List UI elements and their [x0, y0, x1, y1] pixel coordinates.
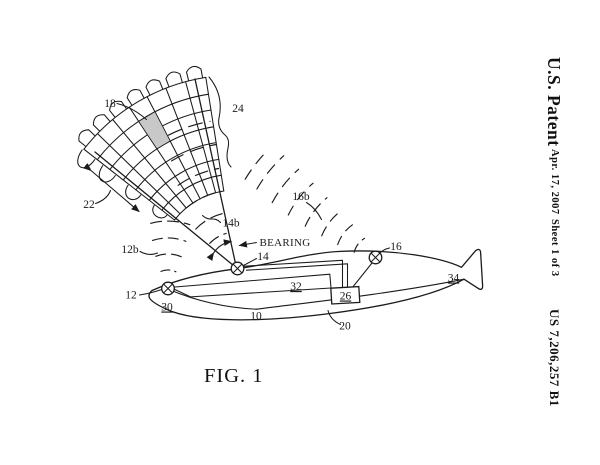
grid-finger-tab [78, 129, 96, 148]
wave-arc-16b [304, 197, 328, 227]
wave-arc-14b [171, 143, 217, 162]
hull-inner-curve-right [255, 278, 465, 310]
grid-arc-line [135, 142, 217, 191]
ref-label-26: 26 [340, 291, 352, 303]
ref-label-10: 10 [250, 311, 262, 323]
leader-14b [201, 214, 222, 224]
ref-label-14b: 14b [222, 218, 240, 230]
wave-arc-16b [256, 155, 285, 190]
ref-label-16b: 16b [292, 191, 310, 203]
grid-finger-tab [126, 89, 145, 106]
shaded-grid-cell-18 [138, 111, 171, 150]
ref-label-14: 14 [257, 251, 269, 263]
leader-16b [305, 201, 323, 221]
wave-arc-12b [151, 237, 187, 242]
wave-arc-14b [177, 167, 220, 186]
span-arrow-22 [83, 163, 140, 213]
ref-label-18: 18 [104, 98, 116, 110]
conduit-from-14-a [242, 259, 344, 289]
bearing-pointer-arrow [238, 240, 258, 248]
leader-16 [378, 247, 391, 255]
wave-arc-14b [167, 120, 211, 136]
hull-inner-curve-left [168, 288, 258, 310]
conduit-from-14-b [245, 263, 349, 289]
patent-sheet-count: Sheet 1 of 3 [549, 219, 560, 277]
patent-number: US 7,206,257 B1 [547, 309, 562, 407]
ref-label-30: 30 [161, 302, 173, 314]
grid-arc-line [148, 158, 220, 201]
generated-geometry [77, 65, 366, 273]
wave-arc-12b [160, 269, 177, 273]
sensor-16 [368, 250, 383, 265]
hull-outline [148, 248, 484, 321]
bearing-label: BEARING [260, 237, 311, 249]
leader-22 [94, 189, 112, 205]
fan-right-edge [194, 78, 238, 269]
grid-radial-line [112, 118, 187, 209]
leader-18 [116, 102, 148, 121]
brace-24 [208, 76, 232, 168]
wave-arc-14b [186, 190, 222, 208]
sensor-12 [161, 281, 175, 296]
grid-edge-bump [152, 204, 168, 219]
wave-arc-14b [209, 232, 227, 244]
leader-12 [138, 289, 162, 296]
leader-14 [242, 257, 258, 267]
wave-arc-12b [155, 253, 182, 258]
grid-finger-tab [109, 100, 128, 119]
grid-finger-tab [92, 114, 111, 132]
wave-arc-12b [150, 220, 191, 226]
array-slab-32 [169, 273, 332, 298]
processor-box-26 [330, 285, 361, 305]
ref-label-34: 34 [448, 273, 460, 285]
grid-radial-line [185, 81, 217, 194]
grid-arc-line [161, 174, 222, 211]
wave-arc-16b [321, 210, 342, 237]
figure-caption: FIG. 1 [204, 365, 264, 387]
ref-label-32: 32 [290, 281, 302, 293]
grid-finger-tab [165, 71, 183, 88]
ref-label-22: 22 [83, 199, 95, 211]
grid-radial-line [205, 76, 225, 192]
wave-arc-16b [337, 224, 354, 246]
ref-label-20: 20 [339, 321, 351, 333]
leader-20 [327, 309, 342, 326]
grid-radial-line [165, 87, 209, 196]
ref-label-12: 12 [125, 290, 137, 302]
patent-date: Apr. 17, 2007 [549, 149, 560, 215]
ref-label-24: 24 [232, 103, 244, 115]
wave-arc-16b [271, 168, 300, 204]
wave-arc-16b [353, 237, 366, 253]
ref-label-12b: 12b [121, 244, 139, 256]
grid-arc-line [83, 76, 207, 150]
wave-arc-16b [244, 151, 267, 180]
patent-publication-title: U.S. Patent [544, 57, 564, 147]
grid-edge-bump [77, 149, 96, 169]
grid-finger-tab [145, 79, 164, 96]
conduit-from-16 [351, 259, 375, 289]
leader-12b [139, 250, 159, 255]
sensor-14 [230, 261, 245, 276]
wave-arc-14b [195, 212, 224, 230]
grid-finger-tab [185, 65, 204, 82]
ref-label-16: 16 [390, 241, 402, 253]
wave-arc-16b [287, 182, 314, 216]
